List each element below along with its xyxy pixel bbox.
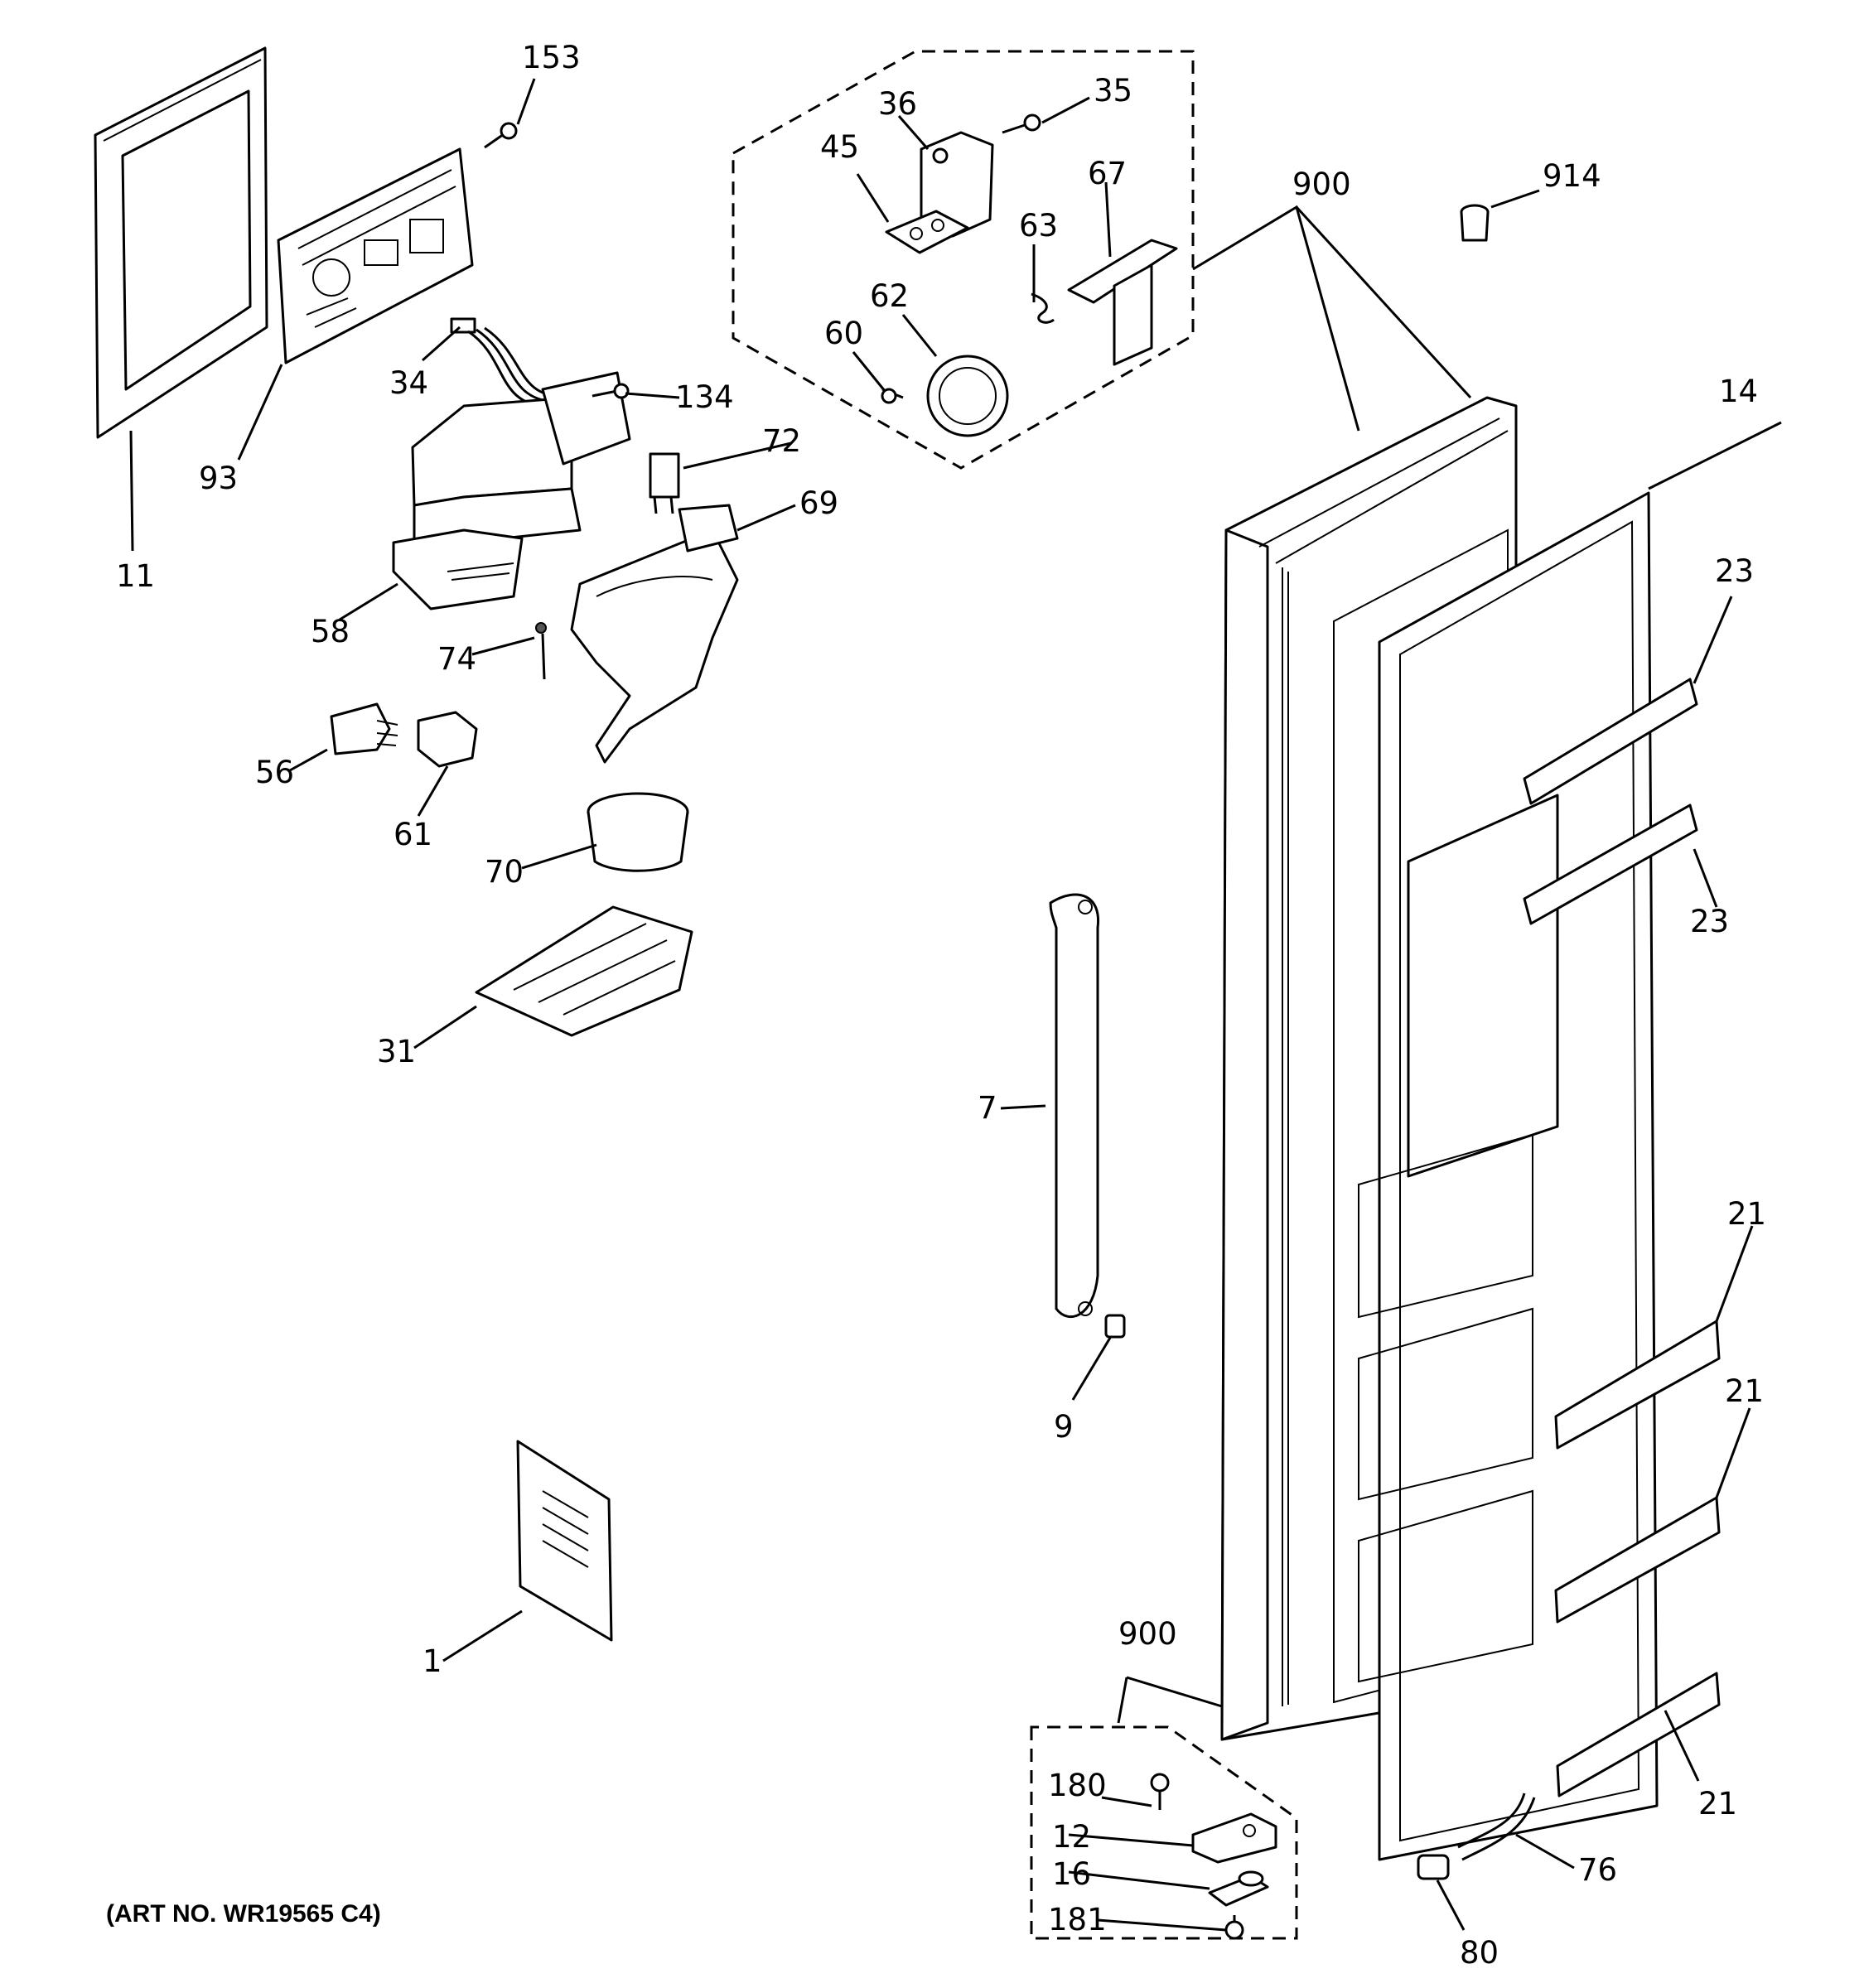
coupler-61 — [417, 711, 478, 768]
callout-74: 74 — [437, 641, 476, 677]
callout-93: 93 — [199, 461, 238, 496]
callout-11: 11 — [116, 558, 155, 594]
callout-12: 12 — [1052, 1819, 1091, 1855]
callout-70: 70 — [485, 854, 524, 890]
bracket-45 — [885, 210, 969, 254]
callout-900-bottom: 900 — [1118, 1616, 1177, 1652]
callout-61: 61 — [394, 817, 432, 852]
motor-56 — [330, 702, 398, 755]
callout-9: 9 — [1054, 1409, 1074, 1445]
door-handle — [1049, 893, 1100, 1318]
hinge-12 — [1191, 1812, 1277, 1864]
callout-63: 63 — [1019, 208, 1058, 244]
callout-134: 134 — [675, 379, 734, 415]
shelf-23-lower — [1523, 803, 1698, 925]
callout-23-upper: 23 — [1715, 553, 1754, 589]
screw-134 — [592, 383, 630, 399]
callout-21-middle: 21 — [1725, 1373, 1764, 1409]
callout-914: 914 — [1543, 158, 1601, 194]
bin-21-middle — [1554, 1496, 1721, 1624]
callout-69: 69 — [799, 485, 838, 521]
callout-21-upper: 21 — [1727, 1196, 1766, 1232]
screw-35 — [1002, 113, 1041, 134]
cap-914 — [1460, 204, 1490, 242]
drip-tray — [475, 905, 693, 1037]
callout-58: 58 — [311, 614, 350, 649]
shelf-23-upper — [1523, 678, 1698, 805]
callout-45: 45 — [820, 129, 859, 165]
callout-1: 1 — [423, 1643, 442, 1679]
plug-9 — [1104, 1314, 1126, 1339]
callout-7: 7 — [978, 1090, 997, 1126]
fitting-80 — [1417, 1854, 1450, 1880]
callout-31: 31 — [377, 1034, 416, 1069]
ring-70 — [587, 792, 689, 872]
callout-35: 35 — [1094, 73, 1132, 109]
callout-56: 56 — [255, 755, 294, 790]
leader-lines — [129, 78, 1782, 1932]
callout-23-lower: 23 — [1690, 904, 1729, 939]
callout-14: 14 — [1719, 374, 1758, 409]
water-tube-76 — [1457, 1793, 1536, 1861]
hinge-kit-group-outline — [1030, 1725, 1298, 1940]
switch-72 — [649, 452, 680, 514]
dispenser-trim-frame — [94, 46, 268, 439]
callout-181: 181 — [1048, 1902, 1107, 1937]
callout-60: 60 — [824, 316, 863, 351]
dispenser-housing — [392, 371, 631, 610]
screw-60 — [881, 388, 904, 404]
callout-180: 180 — [1048, 1768, 1107, 1803]
callout-76: 76 — [1578, 1852, 1617, 1888]
callout-67: 67 — [1088, 156, 1127, 191]
bin-21-lower — [1556, 1672, 1721, 1797]
screw-180 — [1150, 1773, 1170, 1810]
art-number: (ART NO. WR19565 C4) — [106, 1900, 381, 1928]
callout-153: 153 — [522, 40, 581, 75]
callout-900-top: 900 — [1292, 166, 1351, 202]
door-liner — [1358, 491, 1659, 1861]
bin-21-upper — [1554, 1320, 1721, 1450]
screw-181 — [1224, 1915, 1244, 1940]
ice-chute — [570, 504, 739, 764]
callout-36: 36 — [878, 86, 917, 122]
control-board — [277, 147, 474, 364]
spring-63 — [1031, 292, 1055, 324]
screw-153 — [484, 122, 518, 149]
lever-67 — [1067, 239, 1178, 366]
callout-34: 34 — [389, 365, 428, 401]
owners-manual — [516, 1440, 613, 1642]
callout-72: 72 — [762, 423, 801, 459]
dispenser-actuator-group-outline — [732, 50, 1195, 470]
callout-80: 80 — [1460, 1935, 1499, 1971]
callout-21-lower: 21 — [1698, 1786, 1737, 1822]
gear-62 — [926, 355, 1009, 437]
callout-62: 62 — [870, 278, 909, 314]
wire-harness — [450, 317, 556, 408]
spring-74 — [535, 622, 547, 680]
callout-16: 16 — [1052, 1856, 1091, 1892]
bushing-16 — [1208, 1870, 1269, 1907]
